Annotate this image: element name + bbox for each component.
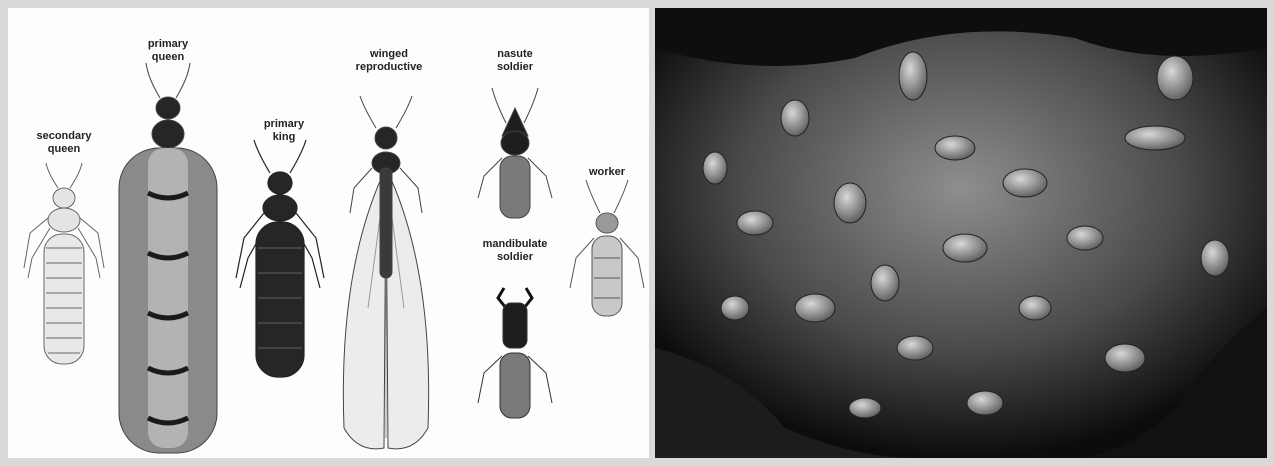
caste-illustrations	[8, 8, 649, 458]
colony-photo-illustration	[655, 8, 1267, 458]
secondary-queen-figure	[24, 163, 104, 364]
caste-diagram-panel: secondary queen primary queen primary ki…	[8, 8, 649, 458]
worker-figure	[570, 180, 644, 316]
nasute-soldier-figure	[478, 88, 552, 218]
primary-king-figure	[236, 140, 324, 377]
primary-queen-figure	[119, 63, 217, 453]
termite-colony-photo	[655, 8, 1267, 458]
winged-reproductive-figure	[343, 96, 428, 449]
mandibulate-soldier-figure	[478, 288, 552, 418]
